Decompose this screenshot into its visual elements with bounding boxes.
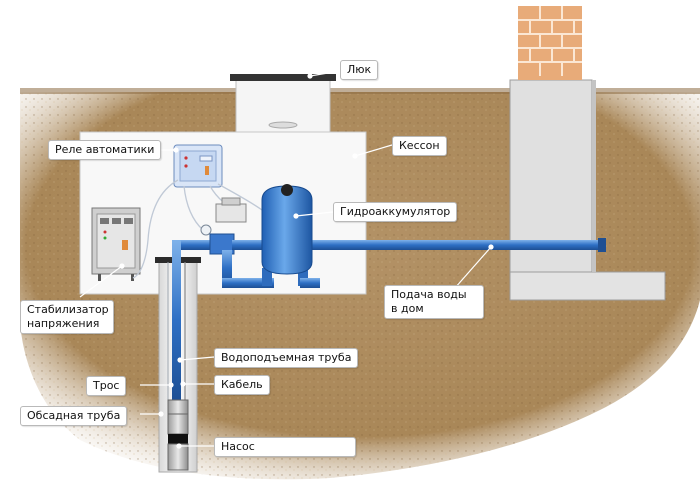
voltage-stabilizer: [91, 207, 141, 281]
label-water-supply-line2: в дом: [391, 302, 424, 315]
label-pump: Насос: [214, 437, 356, 457]
label-hatch: Люк: [340, 60, 379, 80]
label-casing-pipe: Обсадная труба: [20, 406, 128, 426]
brick-wall: [518, 6, 582, 80]
automation-relay: [173, 144, 223, 188]
hatch-cover: [230, 74, 336, 81]
label-voltage-stabilizer-line2: напряжения: [27, 317, 100, 330]
label-hydro-accumulator: Гидроаккумулятор: [333, 202, 458, 222]
pump: [167, 399, 189, 471]
label-caisson: Кессон: [392, 136, 447, 156]
leader-lines: [79, 70, 494, 449]
riser-pipe: [167, 240, 186, 402]
label-cable: Кабель: [214, 375, 270, 395]
hydro-accumulator: [261, 184, 313, 275]
pipes: [172, 233, 606, 288]
label-voltage-stabilizer: Стабилизатор напряжения: [20, 300, 114, 334]
house-supply-pipe: [310, 240, 605, 250]
label-voltage-stabilizer-line1: Стабилизатор: [27, 303, 109, 316]
label-automation-relay: Реле автоматики: [48, 140, 162, 160]
pressure-switch: [200, 197, 247, 236]
label-riser-pipe: Водоподъемная труба: [214, 348, 359, 368]
label-rope: Трос: [86, 376, 127, 396]
label-water-supply: Подача воды в дом: [384, 285, 484, 319]
label-water-supply-line1: Подача воды: [391, 288, 467, 301]
